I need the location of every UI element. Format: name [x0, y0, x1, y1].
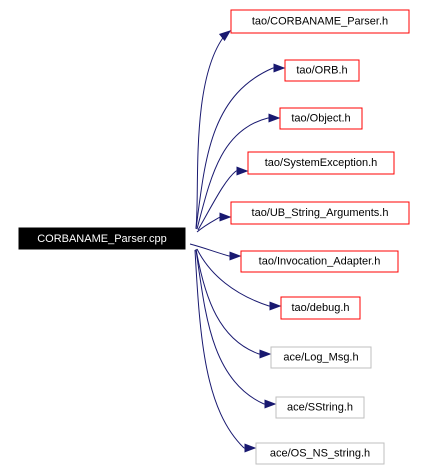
edge-to-tao-systemexception-h — [197, 170, 237, 231]
header-node-label: tao/ORB.h — [296, 65, 347, 77]
header-node-tao-debug-h[interactable]: tao/debug.h — [280, 296, 361, 320]
header-node-box — [230, 9, 410, 34]
header-nodes: tao/CORBANAME_Parser.h tao/ORB.h tao/Objec… — [230, 9, 410, 465]
arrowhead-to-tao-orb-h — [273, 63, 286, 73]
header-node-label: ace/SString.h — [287, 402, 353, 414]
header-node-tao-systemexception-h[interactable]: tao/SystemException.h — [247, 151, 395, 175]
header-node-label: tao/UB_String_Arguments.h — [252, 207, 389, 219]
arrowhead-to-tao-object-h — [268, 113, 281, 123]
header-node-tao-orb-h[interactable]: tao/ORB.h — [284, 59, 360, 82]
arrowhead-to-tao-invocation-adapter-h — [229, 251, 242, 261]
arrowhead-to-tao-ub-string-arguments-h — [219, 212, 232, 222]
header-node-label: tao/Invocation_Adapter.h — [259, 256, 381, 268]
arrowhead-to-ace-log-msg-h — [259, 349, 272, 359]
header-node-box — [279, 107, 363, 130]
header-node-label: tao/debug.h — [291, 302, 349, 314]
header-node-tao-invocation-adapter-h[interactable]: tao/Invocation_Adapter.h — [240, 250, 399, 273]
header-node-label: tao/CORBANAME_Parser.h — [252, 16, 388, 28]
arrowhead-to-tao-corbaname-parser-h — [218, 30, 232, 42]
edges-layer — [189, 32, 278, 449]
edge-to-tao-ub-string-arguments-h — [196, 216, 221, 233]
header-node-box — [280, 296, 361, 320]
edge-to-tao-orb-h — [195, 67, 274, 230]
arrowhead-to-tao-systemexception-h — [236, 166, 249, 176]
header-node-label: ace/Log_Msg.h — [283, 352, 358, 364]
header-node-ace-os-ns-string-h[interactable]: ace/OS_NS_string.h — [255, 442, 385, 465]
header-node-label: ace/OS_NS_string.h — [270, 448, 370, 460]
root-node-label: CORBANAME_Parser.cpp — [37, 233, 167, 245]
header-node-box — [275, 396, 365, 419]
header-node-box — [270, 346, 372, 369]
header-node-label: tao/Object.h — [291, 113, 350, 125]
header-node-ace-sstring-h[interactable]: ace/SString.h — [275, 396, 365, 419]
header-node-box — [255, 442, 385, 465]
edge-to-tao-invocation-adapter-h — [189, 243, 230, 257]
edge-to-tao-corbaname-parser-h — [195, 34, 226, 229]
header-node-tao-corbaname-parser-h[interactable]: tao/CORBANAME_Parser.h — [230, 9, 410, 34]
root-node[interactable]: CORBANAME_Parser.cpp — [18, 227, 186, 250]
edge-to-tao-object-h — [196, 117, 269, 230]
arrowhead-to-ace-os-ns-string-h — [244, 443, 257, 453]
header-node-tao-ub-string-arguments-h[interactable]: tao/UB_String_Arguments.h — [230, 201, 410, 225]
arrowhead-to-ace-sstring-h — [264, 399, 277, 409]
header-node-label: tao/SystemException.h — [265, 157, 378, 169]
header-node-box — [284, 59, 360, 82]
arrowheads-layer — [218, 30, 286, 453]
header-node-box — [247, 151, 395, 175]
edge-to-ace-os-ns-string-h — [194, 249, 245, 449]
arrowhead-to-tao-debug-h — [269, 301, 282, 311]
header-node-box — [230, 201, 410, 225]
edge-to-tao-debug-h — [196, 248, 270, 307]
edge-to-ace-sstring-h — [195, 249, 265, 405]
root-node-box — [18, 227, 186, 250]
header-node-ace-log-msg-h[interactable]: ace/Log_Msg.h — [270, 346, 372, 369]
header-node-tao-object-h[interactable]: tao/Object.h — [279, 107, 363, 130]
header-node-box — [240, 250, 399, 273]
edge-to-ace-log-msg-h — [195, 248, 260, 355]
